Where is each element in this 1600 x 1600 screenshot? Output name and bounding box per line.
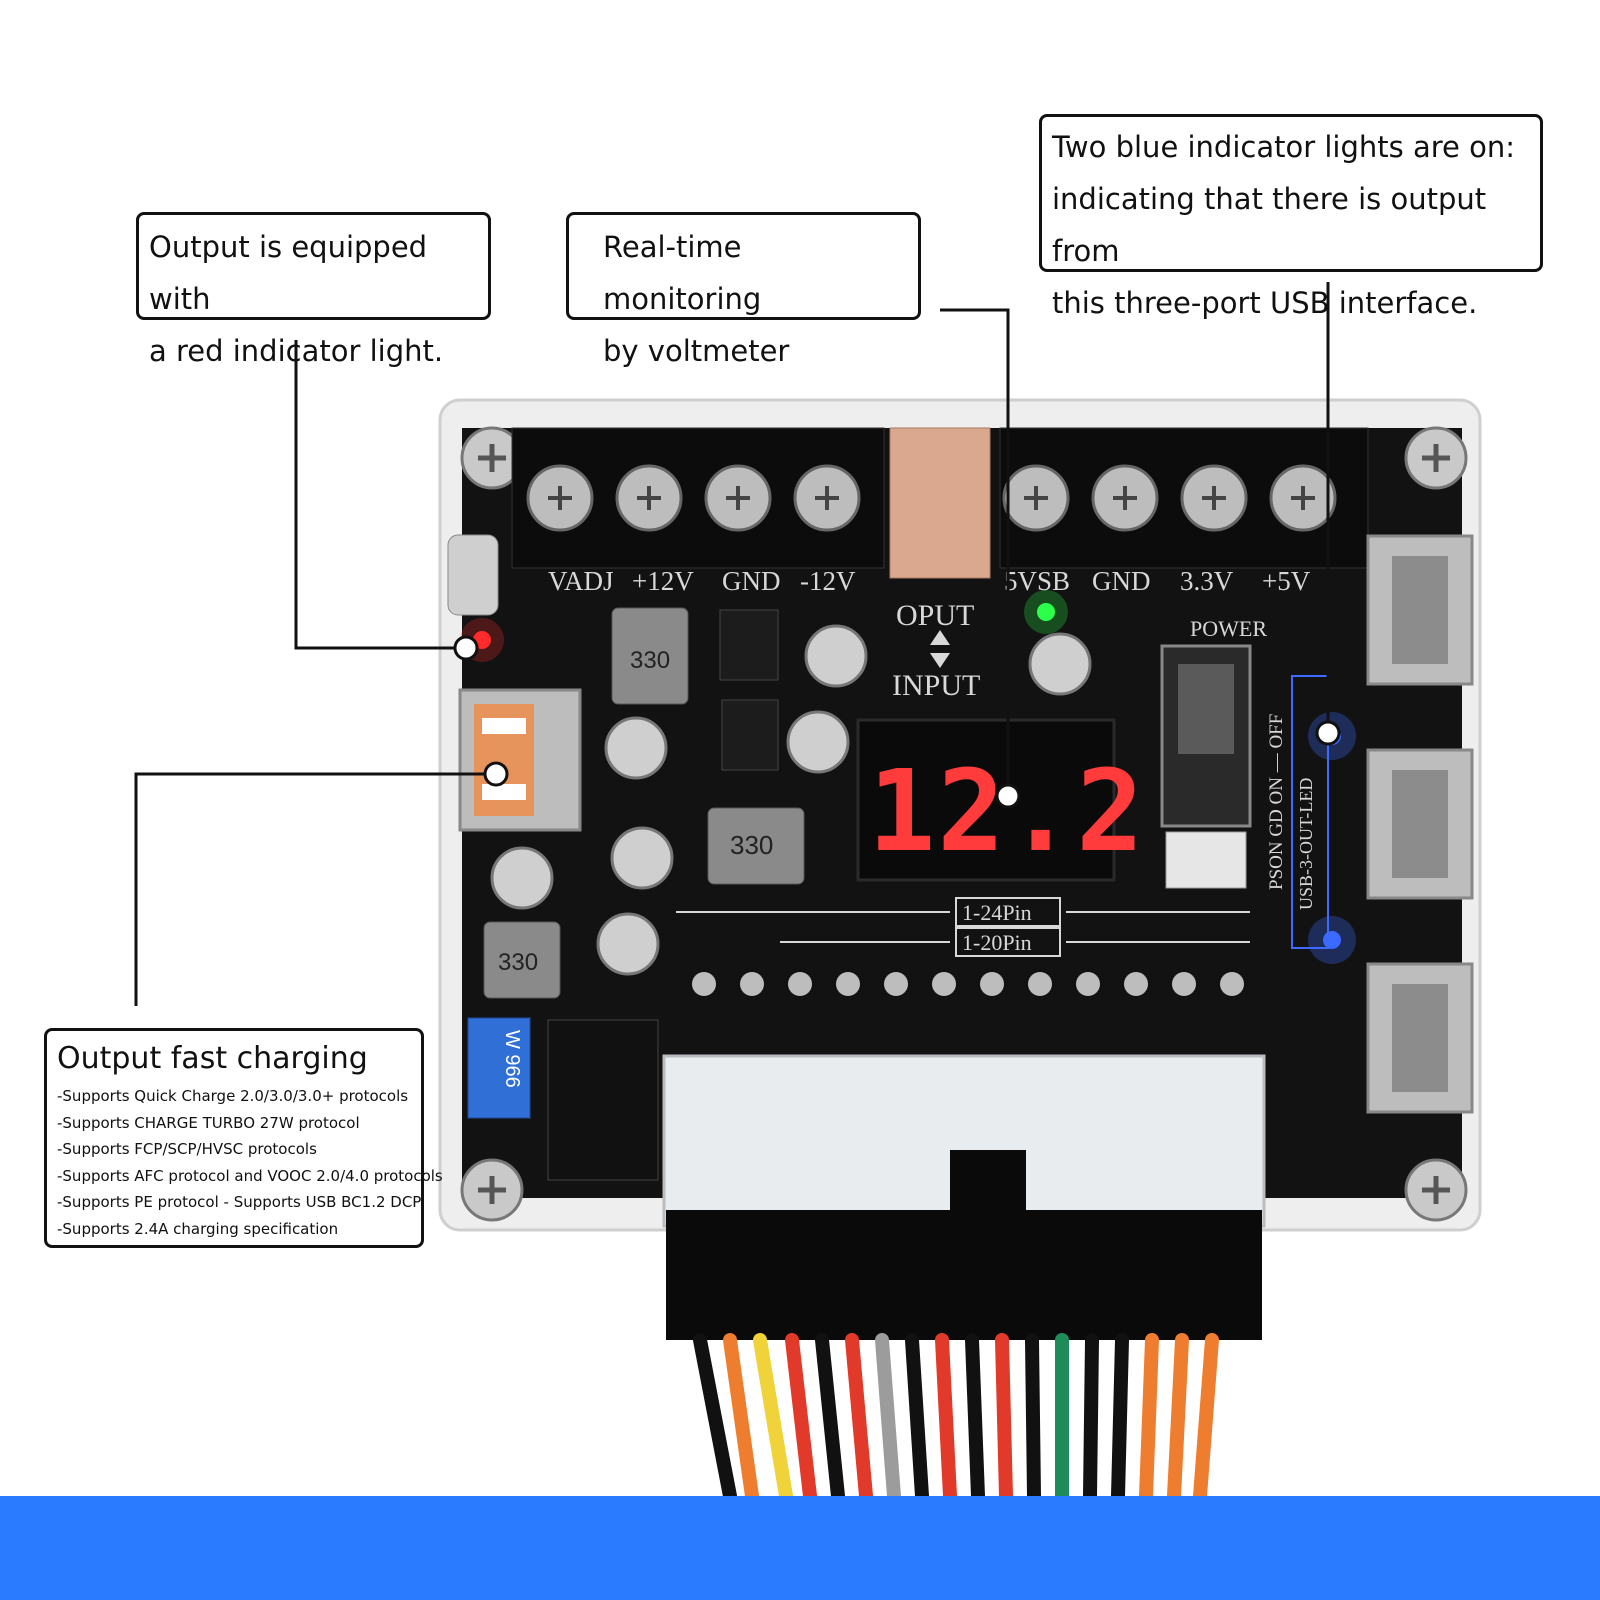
terminal-label: +12V: [632, 566, 694, 596]
terminal-block-right: [999, 427, 1369, 569]
callout-line: -Supports Quick Charge 2.0/3.0/3.0+ prot…: [57, 1087, 409, 1105]
callout-line: -Supports PE protocol - Supports USB BC1…: [57, 1193, 422, 1211]
mode-label-output: OPUT: [896, 599, 974, 632]
connector: [889, 427, 991, 579]
callout-line: -Supports AFC protocol and VOOC 2.0/4.0 …: [57, 1166, 443, 1185]
callout-line: a red indicator light.: [149, 334, 444, 368]
screw-icon: [460, 426, 524, 490]
callout-line: this three-port USB interface.: [1052, 286, 1478, 320]
callout-line: by voltmeter: [603, 334, 790, 368]
screw-icon: [1404, 1158, 1468, 1222]
terminal-label: +5V: [1262, 566, 1311, 596]
callout-red-indicator: Output is equipped with a red indicator …: [136, 212, 491, 368]
green-led-icon: [1037, 603, 1055, 621]
ic-chip: [721, 699, 779, 771]
atx-pins: [692, 972, 1244, 996]
callout-line: Output is equipped with: [149, 230, 428, 316]
callout-line: indicating that there is output from: [1052, 182, 1487, 268]
terminal-label: 3.3V: [1180, 566, 1234, 596]
callout-line: -Supports 2.4A charging specification: [57, 1219, 339, 1238]
svg-text:W 966: W 966: [501, 1030, 523, 1088]
callout-line: Real-time monitoring: [603, 230, 762, 316]
usb-c-port: [447, 534, 499, 616]
ic-chip: [719, 609, 779, 681]
terminal-label: VADJ: [548, 566, 614, 596]
marker-dot: [453, 635, 479, 661]
terminal-block-left: [511, 427, 885, 569]
callout-voltmeter: Real-time monitoring by voltmeter: [566, 212, 921, 368]
usb-label: USB-3-OUT-LED: [1296, 778, 1316, 910]
callout-fast-charging: Output fast charging -Supports Quick Cha…: [44, 1028, 443, 1248]
svg-text:330: 330: [498, 949, 538, 976]
switch-label: POWER: [1190, 616, 1267, 641]
marker-dot: [483, 761, 509, 787]
voltage-reading: 12.2: [868, 747, 1146, 877]
usb-port: [1366, 748, 1474, 900]
leader-lines: [134, 282, 1330, 1006]
arrow-updown-icon: [930, 630, 950, 668]
screw-icon: [1404, 426, 1468, 490]
mode-label-input: INPUT: [892, 669, 980, 702]
potentiometer[interactable]: W 966: [467, 1017, 531, 1119]
svg-text:330: 330: [630, 647, 670, 674]
marker-dot: [995, 783, 1021, 809]
callout-title: Output fast charging: [57, 1041, 368, 1076]
inductor: 330: [707, 807, 805, 885]
callout-line: -Supports FCP/SCP/HVSC protocols: [57, 1140, 317, 1158]
footer-bar: [0, 1496, 1600, 1600]
usb-port: [1366, 962, 1474, 1114]
pin-label-20: 1-20Pin: [962, 930, 1032, 955]
inductor: 330: [611, 607, 689, 705]
ic-chip: [547, 1019, 659, 1181]
screw-icon: [460, 1158, 524, 1222]
fast-charge-usb-port: [458, 688, 582, 832]
atx-plug: [666, 1210, 1262, 1340]
usb-port: [1366, 534, 1474, 686]
terminal-label: 5VSB: [1004, 566, 1070, 596]
callout-line: -Supports CHARGE TURBO 27W protocol: [57, 1113, 360, 1132]
callout-line: Two blue indicator lights are on:: [1052, 130, 1515, 164]
callout-blue-indicators: Two blue indicator lights are on: indica…: [1039, 114, 1543, 320]
terminal-label: GND: [1092, 566, 1151, 596]
svg-text:330: 330: [730, 830, 773, 860]
terminal-label: GND: [722, 566, 781, 596]
voltmeter-display: 12.2: [856, 718, 1146, 882]
power-switch[interactable]: [1160, 644, 1252, 828]
capacitor: [490, 624, 1092, 976]
blue-led-icon: [1323, 931, 1341, 949]
cable-wires: [693, 1333, 1219, 1503]
marker-dot: [1315, 720, 1341, 746]
terminal-label: -12V: [800, 566, 856, 596]
switch-states-label: PSON GD ON — OFF: [1266, 714, 1287, 890]
pin-label-24: 1-24Pin: [962, 900, 1032, 925]
jst-connector: [1165, 831, 1247, 889]
inductor: 330: [483, 921, 561, 999]
